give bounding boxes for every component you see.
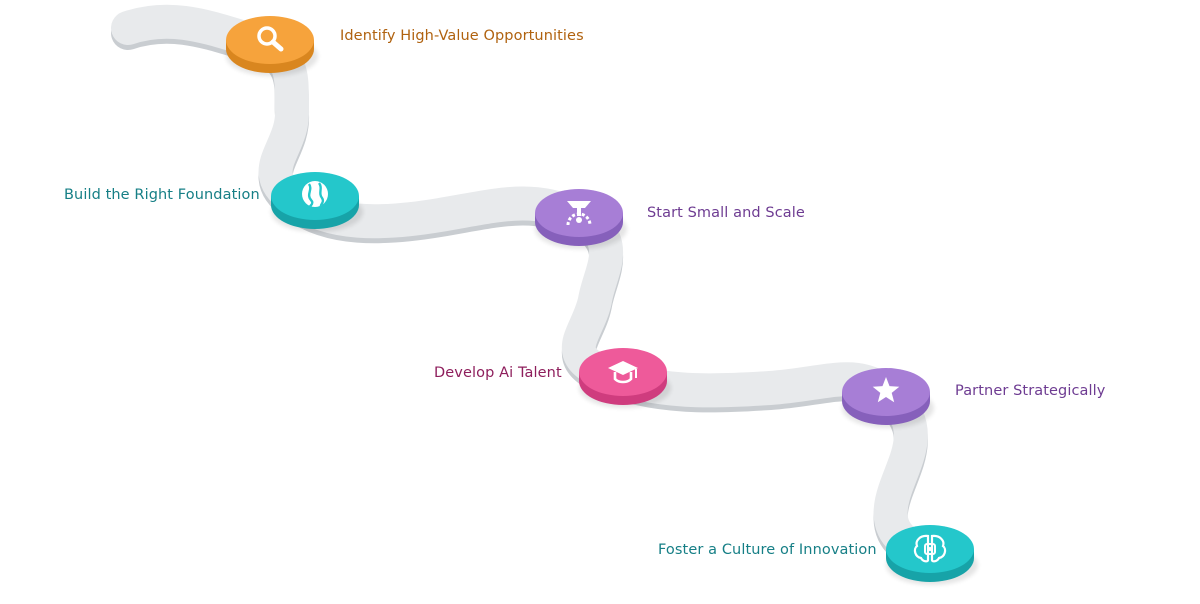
- step-label-1: Identify High-Value Opportunities: [340, 28, 584, 44]
- step-node-1: [226, 16, 318, 76]
- step-label-2: Build the Right Foundation: [64, 187, 260, 203]
- step-node-5: [842, 368, 934, 428]
- step-label-3: Start Small and Scale: [647, 205, 805, 221]
- graduation-cap-icon: [608, 361, 638, 384]
- step-label-6: Foster a Culture of Innovation: [658, 542, 877, 558]
- brain-icon: [913, 534, 947, 563]
- step-label-4: Develop Ai Talent: [434, 365, 562, 381]
- road-path: [111, 4, 947, 577]
- globe-icon: [302, 181, 328, 208]
- scale-icon: [566, 201, 592, 226]
- step-node-6: [886, 525, 978, 585]
- step-node-3: [535, 189, 627, 249]
- step-node-4: [579, 348, 671, 408]
- step-node-2: [271, 172, 363, 232]
- magnifier-icon: [257, 26, 284, 52]
- star-icon: [872, 377, 900, 403]
- step-label-5: Partner Strategically: [955, 383, 1106, 399]
